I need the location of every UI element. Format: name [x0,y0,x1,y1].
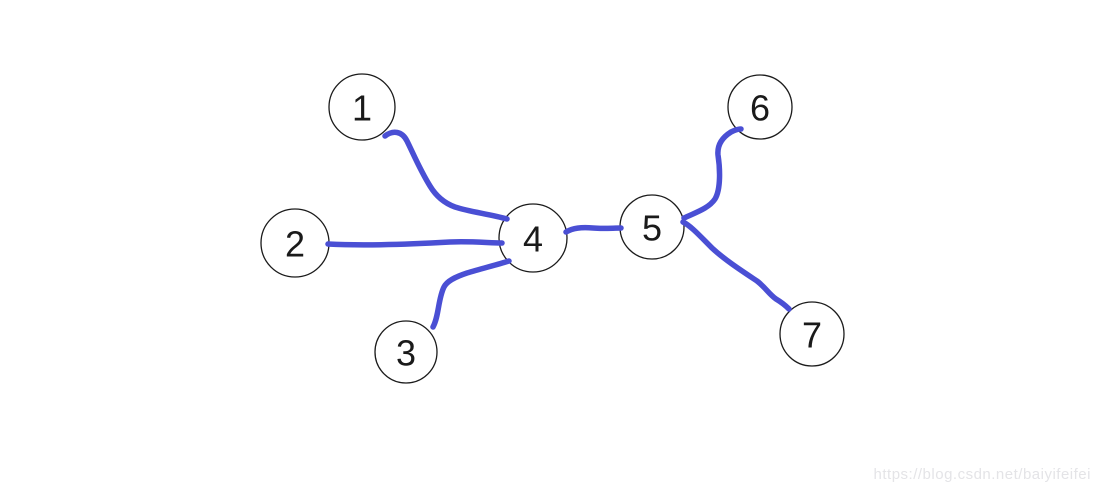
edge-5-7 [680,219,792,312]
node-label-6: 6 [750,88,770,129]
node-circle-3 [374,320,438,384]
edge-5-6 [681,126,744,221]
node-label-7: 7 [802,315,822,356]
node-label-1: 1 [352,88,372,129]
node-circle-6 [727,74,793,140]
edge-3-4 [430,258,512,330]
node-label-2: 2 [285,224,305,265]
node-label-4: 4 [523,219,543,260]
edge-1-4 [382,129,510,222]
edge-4-5 [563,224,624,235]
node-circle-7 [779,301,845,367]
edge-2-4 [325,238,505,248]
node-label-3: 3 [396,333,416,374]
watermark: https://blog.csdn.net/baiyifeifei [873,466,1091,483]
node-label-5: 5 [642,208,662,249]
node-circle-1 [328,73,396,141]
node-circle-4 [498,203,568,273]
